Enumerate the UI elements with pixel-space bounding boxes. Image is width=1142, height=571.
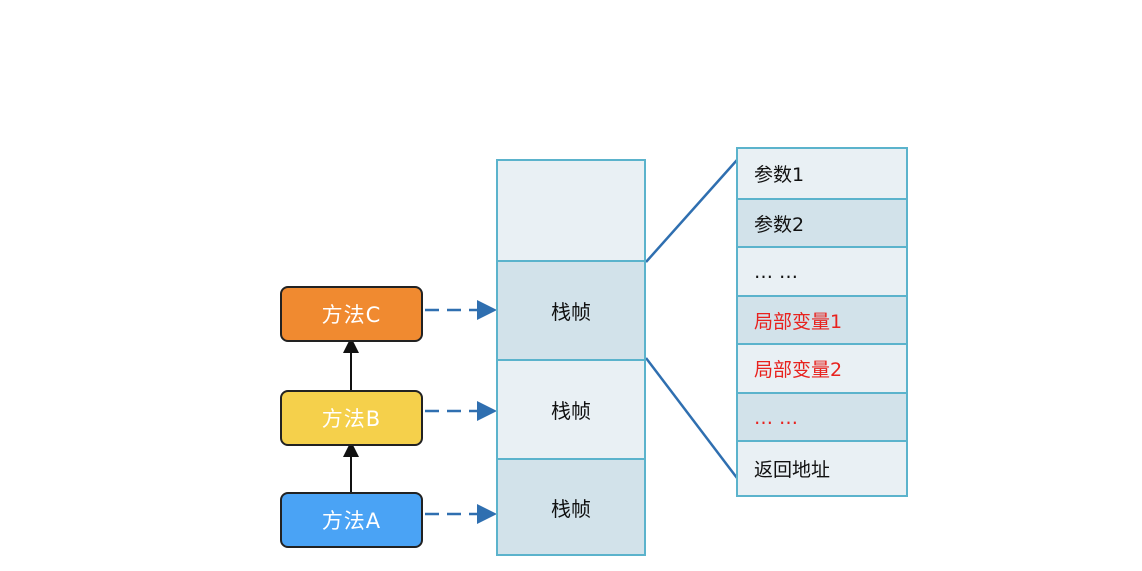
detail-row-return-address: 返回地址 [738,440,906,495]
stack-frame-label: 栈帧 [551,300,591,324]
stack-column: 栈帧 栈帧 栈帧 [496,159,646,556]
expand-line-top [645,159,738,263]
detail-row-text: 参数2 [754,214,805,236]
stack-frame-a: 栈帧 [498,458,644,554]
method-a-box: 方法A [280,492,423,548]
method-c-box: 方法C [280,286,423,342]
detail-row-ellipsis-2: … … [738,392,906,441]
method-b-box: 方法B [280,390,423,446]
detail-row-text: … … [754,260,799,283]
stack-frame-label: 栈帧 [551,496,591,521]
detail-row-param-1: 参数1 [738,149,906,198]
stack-frame-b: 栈帧 [498,359,644,458]
stack-frame-c: 栈帧 [498,260,644,359]
frame-detail-column: 参数1 参数2 … … 局部变量1 局部变量2 … … 返回地址 [736,147,908,497]
method-c-label: 方法C [321,303,382,327]
detail-row-text: 局部变量1 [754,311,843,333]
detail-row-local-var-2: 局部变量2 [738,343,906,392]
detail-row-param-2: 参数2 [738,198,906,247]
detail-row-text: 参数1 [754,164,805,186]
detail-row-local-var-1: 局部变量1 [738,295,906,344]
detail-row-text: … … [754,406,799,429]
stack-empty-cell [498,161,644,260]
detail-row-text: 局部变量2 [754,359,843,381]
stack-frame-label: 栈帧 [551,399,591,423]
detail-row-ellipsis-1: … … [738,246,906,295]
method-a-label: 方法A [321,509,382,533]
method-b-label: 方法B [321,407,382,431]
detail-row-text: 返回地址 [754,459,831,481]
expand-line-bottom [645,357,738,479]
